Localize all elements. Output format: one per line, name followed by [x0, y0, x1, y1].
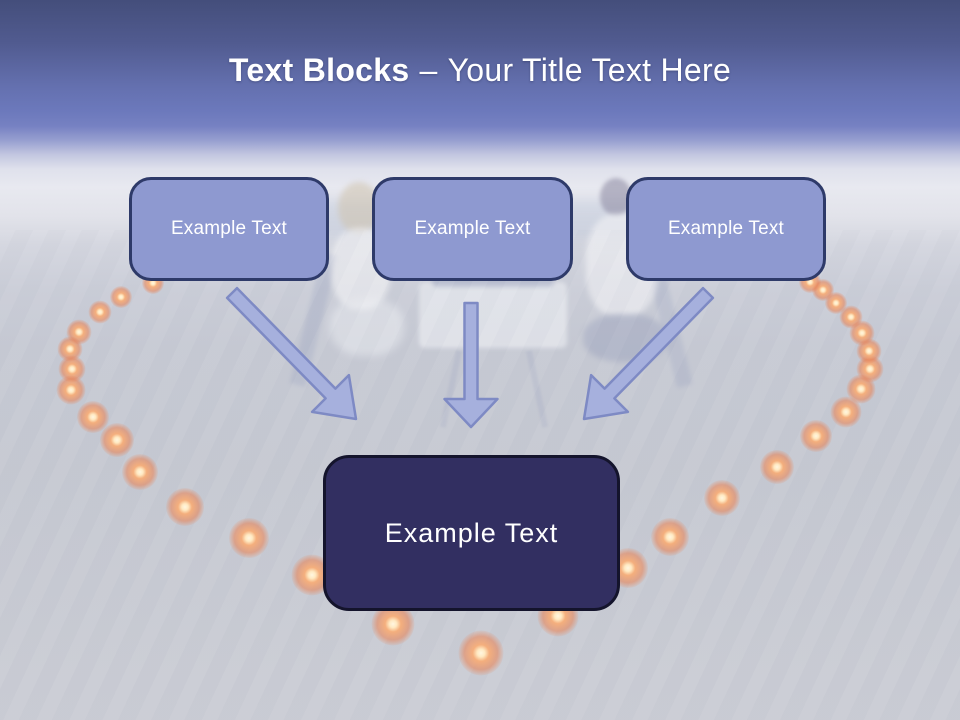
arrow-down-left[interactable] — [582, 286, 715, 421]
text-block-3[interactable]: Example Text — [626, 177, 826, 281]
text-block-1[interactable]: Example Text — [129, 177, 329, 281]
text-block-3-label: Example Text — [667, 218, 785, 239]
arrow-down-right[interactable] — [225, 286, 358, 421]
title-emphasis: Text Blocks — [228, 51, 410, 88]
arrow-down[interactable] — [443, 301, 499, 429]
text-block-2-label: Example Text — [414, 218, 531, 239]
text-block-1-label: Example Text — [170, 218, 288, 239]
text-block-2[interactable]: Example Text — [372, 177, 573, 281]
slide-title[interactable]: Text Blocks – Your Title Text Here — [0, 48, 960, 92]
result-block-label: Example Text — [384, 517, 559, 548]
title-subtitle: Your Title Text Here — [447, 51, 732, 88]
result-block[interactable]: Example Text — [323, 455, 620, 611]
title-separator: – — [419, 51, 438, 88]
